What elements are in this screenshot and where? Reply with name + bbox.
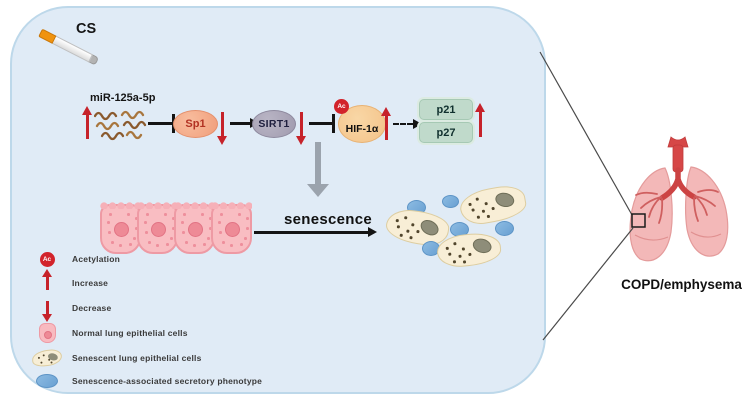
increase-arrow-p21-p27 — [474, 103, 485, 137]
normal-cell — [211, 197, 252, 254]
node-hif1a: Ac HIF-1α — [334, 99, 386, 143]
legend-label: Normal lung epithelial cells — [72, 328, 188, 338]
node-p21: p21 — [419, 99, 473, 120]
cell-dots — [395, 218, 399, 222]
cell-dots — [146, 213, 149, 216]
normal-cell-icon — [38, 323, 56, 343]
node-sp1: Sp1 — [173, 110, 218, 138]
legend-row-senescent-cell: Senescent lung epithelial cells — [26, 347, 202, 369]
legend-row-sasp: Senescence-associated secretory phenotyp… — [26, 370, 262, 392]
legend-label: Increase — [72, 278, 109, 288]
normal-cell — [100, 197, 141, 254]
legend-label: Acetylation — [72, 254, 121, 264]
mirna-squiggles-icon — [94, 110, 147, 141]
increase-arrow-mirna — [81, 106, 92, 139]
decrease-arrow-icon — [41, 301, 52, 322]
senescent-cell — [457, 182, 529, 228]
sasp-blob — [442, 195, 459, 208]
legend-label: Senescence-associated secretory phenotyp… — [72, 376, 263, 386]
cs-label: CS — [76, 21, 97, 37]
outcome-label: COPD/emphysema — [621, 277, 742, 292]
gray-down-arrow — [314, 142, 321, 184]
legend-row-normal-cell: Normal lung epithelial cells — [26, 322, 188, 344]
senescent-cell-icon — [31, 348, 63, 368]
sasp-blob-icon — [36, 374, 58, 388]
arrow-sp1-sirt1 — [230, 118, 259, 127]
decrease-arrow-sirt1 — [295, 112, 306, 145]
acetylation-badge-icon: Ac — [39, 251, 55, 267]
mechanism-panel: CS miR-125a-5p Sp1 SIRT1 Ac HIF-1α — [10, 6, 546, 394]
normal-cell — [137, 197, 178, 254]
dashed-arrow-hif1a-p21 — [393, 119, 422, 129]
node-p27: p27 — [419, 122, 473, 143]
cell-dots — [445, 246, 449, 250]
senescence-arrow — [254, 227, 377, 236]
decrease-arrow-sp1 — [216, 112, 227, 145]
increase-arrow-icon — [41, 269, 52, 290]
cell-dots — [183, 213, 186, 216]
sasp-blob — [495, 221, 514, 236]
lungs-illustration — [629, 136, 729, 262]
acetylation-badge: Ac — [334, 99, 349, 114]
senescent-cells-group — [384, 182, 553, 291]
cell-dots — [220, 213, 223, 216]
normal-cell — [174, 197, 215, 254]
cell-dots — [109, 213, 112, 216]
legend-row-decrease: Decrease — [26, 297, 112, 322]
cigarette-body — [52, 35, 94, 63]
inhibition-sirt1-hif1a — [309, 115, 335, 131]
senescence-label: senescence — [283, 211, 373, 228]
legend-row-increase: Increase — [26, 269, 109, 294]
normal-cells-group — [100, 194, 256, 258]
gray-down-arrow-head — [306, 184, 329, 197]
increase-arrow-hif1a — [380, 107, 391, 140]
hif1a-label: HIF-1α — [345, 122, 379, 135]
mirna-label: miR-125a-5p — [90, 92, 156, 104]
legend-label: Decrease — [72, 303, 112, 313]
inhibition-mirna-sp1 — [148, 115, 175, 131]
legend-row-acetylation: Ac Acetylation — [26, 248, 120, 270]
cell-dots — [468, 202, 472, 206]
legend-label: Senescent lung epithelial cells — [72, 353, 202, 363]
node-sirt1: SIRT1 — [252, 110, 296, 138]
